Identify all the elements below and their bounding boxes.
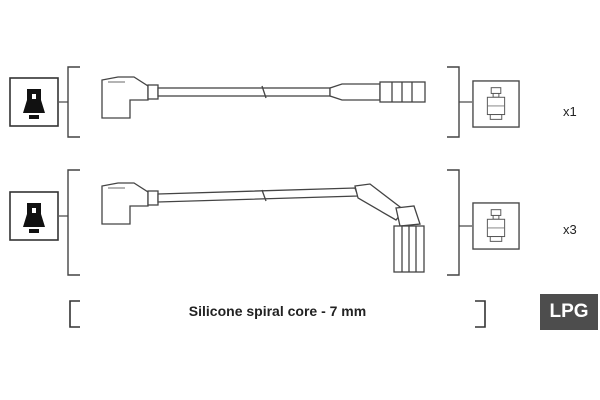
- ignition-lead-angled: [101, 182, 425, 273]
- spark-plug-terminal-icon: [472, 202, 520, 250]
- left-bracket: [67, 66, 80, 138]
- coil-terminal-icon: [9, 191, 59, 241]
- ignition-lead-straight: [101, 76, 426, 119]
- quantity-label-set-2: x3: [563, 222, 577, 237]
- right-bracket: [447, 66, 460, 138]
- lead-set-2: [9, 169, 520, 276]
- spec-right-bracket: [475, 300, 486, 328]
- spec-text: Silicone spiral core - 7 mm: [188, 303, 367, 319]
- lead-set-1: [9, 66, 520, 138]
- right-bracket: [447, 169, 460, 276]
- spark-plug-terminal-icon: [472, 80, 520, 128]
- quantity-label-set-1: x1: [563, 104, 577, 119]
- left-bracket: [67, 169, 80, 276]
- spec-left-bracket: [69, 300, 80, 328]
- lpg-badge: LPG: [540, 294, 598, 330]
- coil-terminal-icon: [9, 77, 59, 127]
- spec-caption: Silicone spiral core - 7 mm: [70, 297, 485, 327]
